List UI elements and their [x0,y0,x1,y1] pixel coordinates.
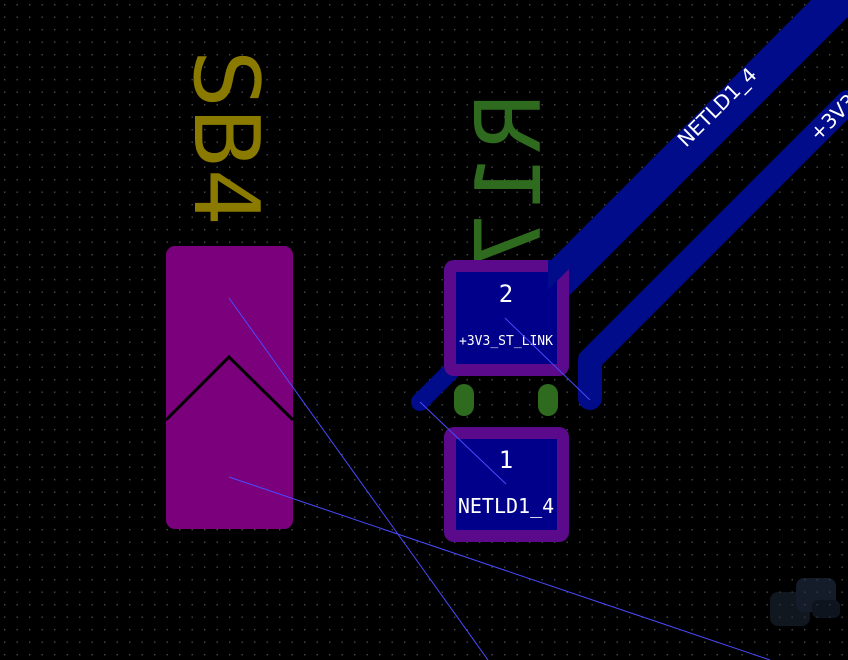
ratsnest-line [228,476,771,660]
r-reference-group: R17 [457,92,562,269]
track-netld1-4-wide[interactable] [534,0,848,304]
ratsnest-line [419,401,507,485]
ratsnest-group [228,297,771,660]
pad-2[interactable] [456,272,557,364]
small-pad-left[interactable] [454,384,474,416]
small-pad-right[interactable] [538,384,558,416]
pad-1-number: 1 [499,446,513,474]
pad-2-net: +3V3_ST_LINK [459,334,553,349]
ratsnest-line [504,317,591,401]
pad-1[interactable] [456,439,557,530]
ratsnest-line [228,297,489,660]
sb4-pad[interactable] [166,246,293,529]
r-reference: R17 [457,92,562,269]
track-3v3[interactable] [578,90,848,410]
pad-2-number: 2 [499,280,513,308]
sb4-reference: SB4 [173,50,278,226]
sb4-chevron [164,354,295,422]
layer-stack-icon[interactable] [770,578,840,626]
pad-2-track-join [548,260,569,290]
pad-1-net: NETLD1_4 [458,494,554,518]
